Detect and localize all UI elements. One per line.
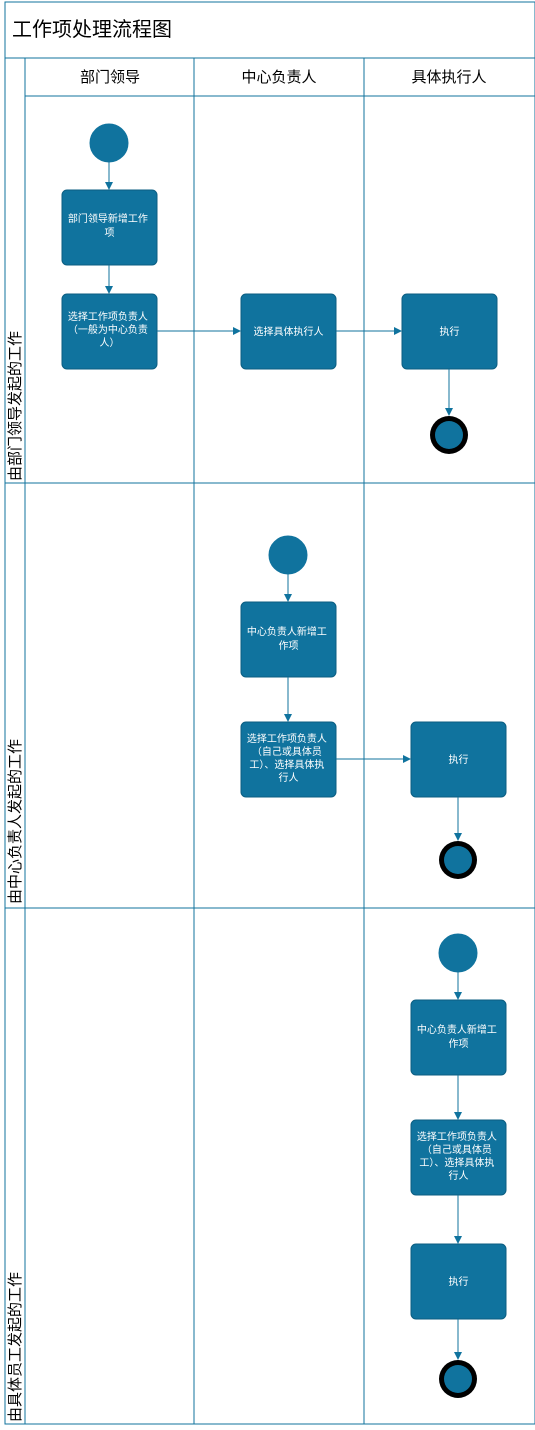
lane1-start-node[interactable]	[89, 123, 129, 163]
lane1-choose-executor-text: 选择具体执行人	[254, 325, 324, 338]
lane1-end-node-inner	[435, 421, 463, 449]
lane2-center-add-text: 中心负责人新增工 作项	[247, 625, 330, 652]
lane3-execute-text: 执行	[449, 1275, 469, 1288]
lane3-end-node-inner	[444, 1365, 472, 1393]
lane3-center-add-text: 中心负责人新增工 作项	[417, 1023, 500, 1050]
lane1-execute-text: 执行	[440, 325, 460, 338]
lane1-leader-add-text: 部门领导新增工作 项	[68, 212, 151, 239]
pool-frame	[4, 57, 535, 1425]
row-label-leader: 由部门领导发起的工作	[6, 331, 24, 481]
lane2-end-node-inner	[444, 846, 472, 874]
lane3-choose-owner-text: 选择工作项负责人 （自己或具体员 工）、选择具体执 行人	[417, 1130, 500, 1182]
lane2-execute-text: 执行	[449, 753, 469, 766]
column-header-leader: 部门领导	[80, 68, 140, 86]
lane2-start-node[interactable]	[268, 535, 308, 575]
lane1-choose-owner-text: 选择工作项负责人 （一般为中心负责 人）	[68, 310, 151, 349]
diagram-title: 工作项处理流程图	[12, 17, 172, 41]
column-header-executor: 具体执行人	[411, 68, 486, 86]
lane2-choose-owner-text: 选择工作项负责人 （自己或具体员 工）、选择具体执 行人	[247, 732, 330, 784]
column-header-center: 中心负责人	[241, 68, 316, 86]
lane3-start-node[interactable]	[438, 933, 478, 973]
lane3-center-add-node[interactable]	[410, 999, 507, 1076]
row-label-employee: 由具体员工发起的工作	[6, 1272, 24, 1422]
lane2-center-add-node[interactable]	[240, 601, 337, 678]
row-label-center: 由中心负责人发起的工作	[6, 739, 24, 904]
